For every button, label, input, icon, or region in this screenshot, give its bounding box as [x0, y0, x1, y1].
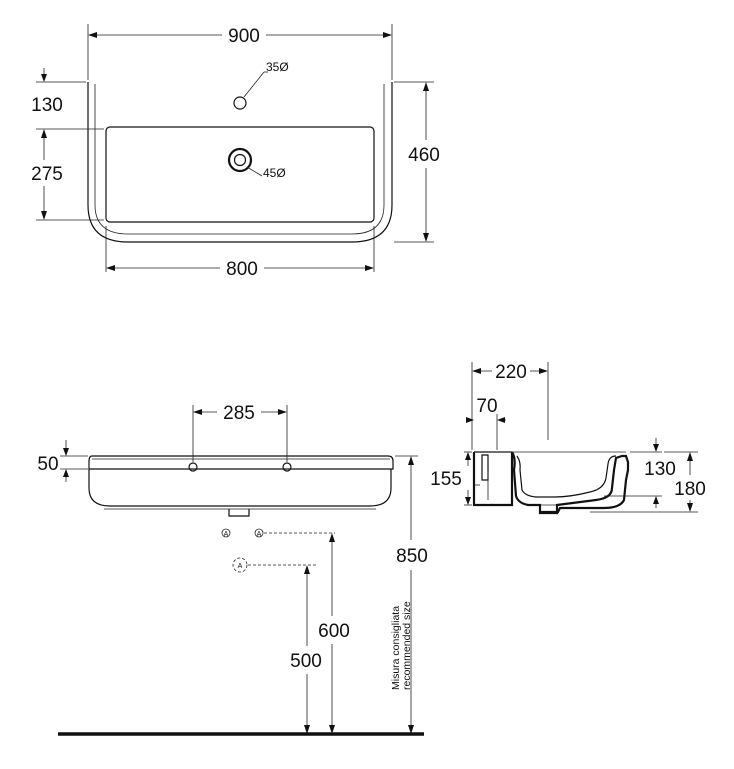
svg-text:A: A: [224, 531, 229, 538]
label-900: 900: [228, 26, 260, 47]
dim-depth-center: 220: [471, 362, 549, 450]
label-45-diameter: 45Ø: [263, 166, 286, 180]
supply-symbol-left: [221, 528, 231, 538]
note-italian: Misura consigliata: [390, 606, 402, 690]
dim-bracket-spacing: 285: [192, 403, 288, 462]
svg-text:A: A: [238, 563, 243, 570]
drain-outer: [227, 147, 253, 173]
dim-tap-offset: 130: [31, 68, 86, 116]
top-view: 900 800 460 130: [31, 24, 440, 280]
label-460: 460: [408, 145, 440, 166]
dim-width-bowl: 800: [105, 226, 375, 280]
dim-back-height: 155: [430, 451, 472, 506]
dim-bowl-depth: 275: [31, 128, 104, 221]
side-view: 220 70 155 130: [430, 362, 706, 515]
label-275: 275: [31, 164, 63, 185]
side-back-block: [472, 452, 514, 507]
label-70: 70: [476, 396, 497, 417]
svg-text:A: A: [257, 531, 262, 538]
label-600: 600: [318, 621, 350, 642]
leader-drain: 45Ø: [246, 166, 286, 180]
drain-inner: [233, 153, 247, 167]
label-50: 50: [37, 454, 58, 475]
label-220: 220: [495, 362, 527, 383]
supply-symbols: A A A: [221, 528, 335, 573]
label-800: 800: [226, 259, 258, 280]
label-285: 285: [223, 403, 255, 424]
label-155: 155: [430, 469, 462, 490]
leader-tap-hole: 35Ø: [243, 60, 289, 98]
dim-back-offset: 70: [466, 396, 506, 450]
dim-depth-overall: 460: [394, 81, 440, 243]
waste-outlet: [228, 509, 250, 517]
side-basin-inner: [516, 455, 617, 498]
label-500: 500: [290, 651, 322, 672]
dim-height-rim: 850: [395, 455, 428, 734]
side-basin-section: [511, 451, 630, 515]
dim-height-supply: 600: [318, 533, 350, 734]
dim-rim-height: 50: [37, 440, 88, 482]
bracket-hole-right: [282, 462, 292, 472]
label-180: 180: [674, 479, 706, 500]
dim-width-overall: 900: [87, 24, 393, 80]
label-35-diameter: 35Ø: [266, 60, 289, 74]
front-view: 285 50 A A A: [37, 403, 428, 736]
label-130-top: 130: [31, 95, 63, 116]
note-english: recommended size: [401, 601, 413, 690]
basin-outline-top-inner: [94, 84, 385, 235]
label-850: 850: [396, 546, 428, 567]
bowl-outline: [105, 126, 375, 223]
bracket-hole-left: [188, 462, 198, 472]
basin-outline-top: [87, 82, 393, 243]
recommended-size-note: Misura consigliata recommended size: [390, 601, 413, 690]
basin-body-front: [88, 469, 392, 507]
waste-symbol: [232, 557, 248, 573]
dim-height-waste: 500: [290, 565, 322, 734]
dim-bowl-height: 130: [604, 438, 676, 508]
basin-rim-front: [88, 455, 394, 470]
side-back-rib: [481, 454, 489, 481]
supply-symbol-right: [254, 528, 264, 538]
dim-total-height: 180: [590, 451, 706, 513]
tap-hole: [233, 96, 247, 110]
label-130-side: 130: [644, 459, 676, 480]
